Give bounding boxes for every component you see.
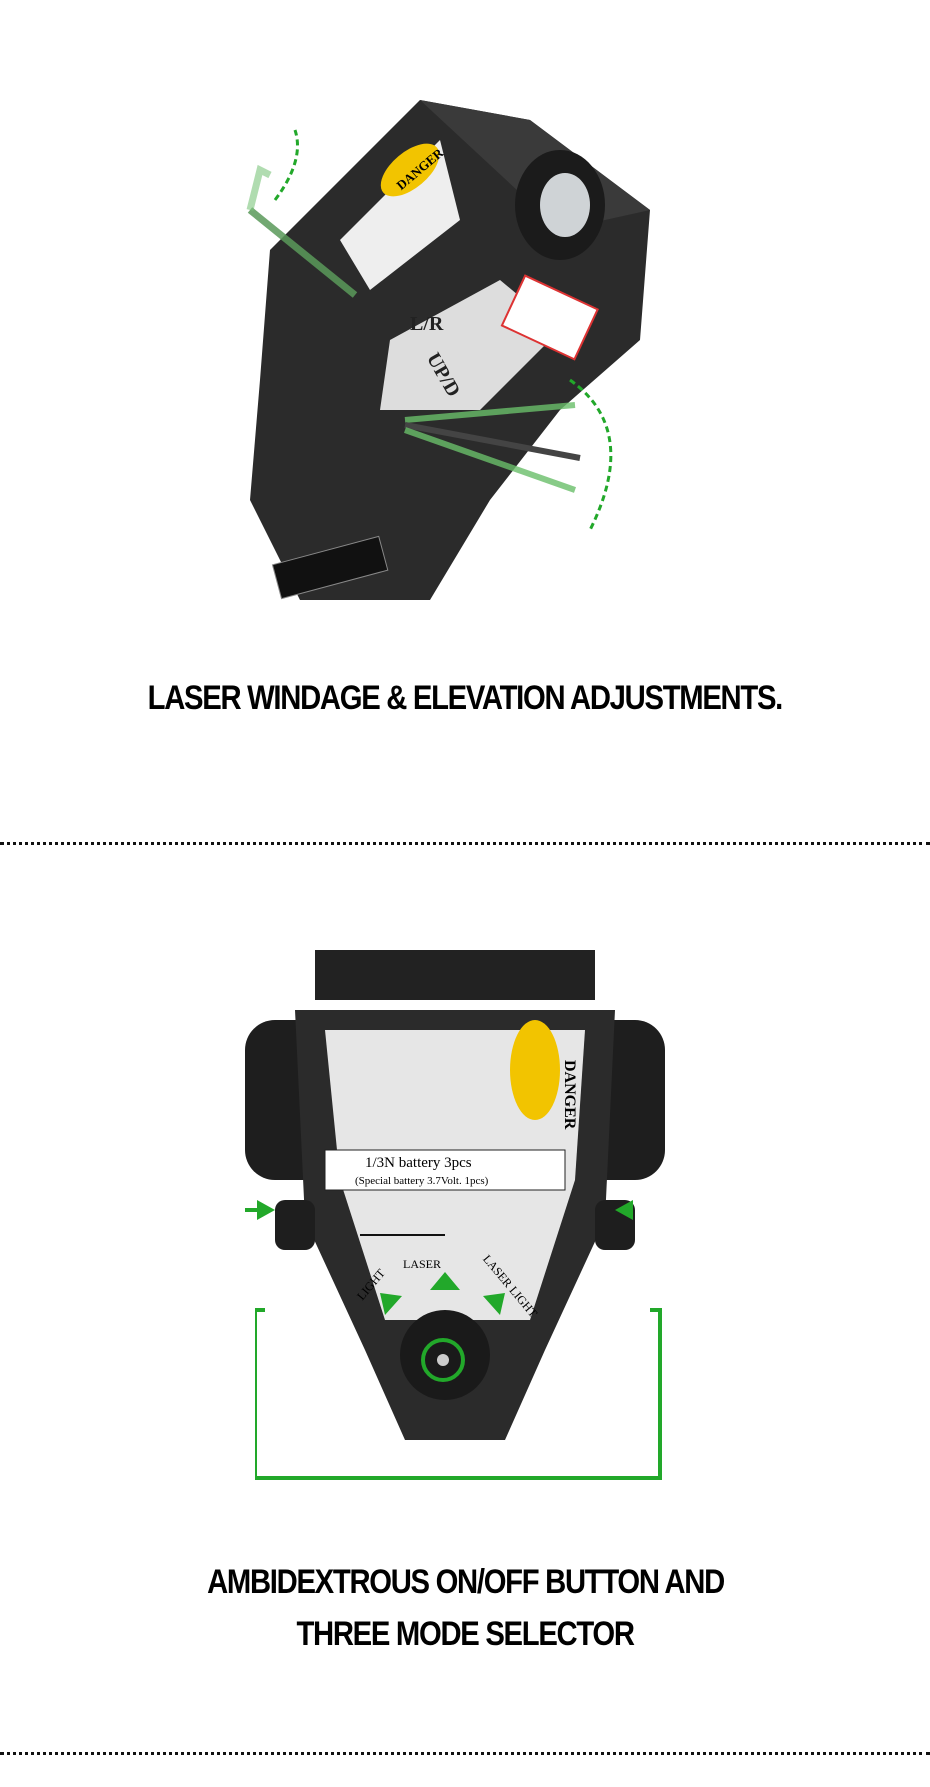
danger-label-2: DANGER	[561, 1060, 578, 1130]
section-divider-bottom	[0, 1752, 930, 1755]
battery-note: (Special battery 3.7Volt. 1pcs)	[355, 1175, 489, 1187]
mode-selector-photo: DANGER 1/3N battery 3pcs (Special batter…	[245, 950, 665, 1440]
battery-label: 1/3N battery 3pcs	[365, 1155, 472, 1171]
mode-laser-label: LASER	[403, 1257, 441, 1271]
button-link-arrow	[255, 1308, 662, 1480]
section-2-caption: AMBIDEXTROUS ON/OFF BUTTON AND THREE MOD…	[206, 1563, 725, 1653]
section-1-caption: LASER WINDAGE & ELEVATION ADJUSTMENTS.	[147, 679, 784, 717]
lr-label: L/R	[410, 313, 444, 335]
section-divider	[0, 842, 930, 845]
laser-windage-elevation-photo: DANGER L/R UP/D	[246, 100, 650, 600]
